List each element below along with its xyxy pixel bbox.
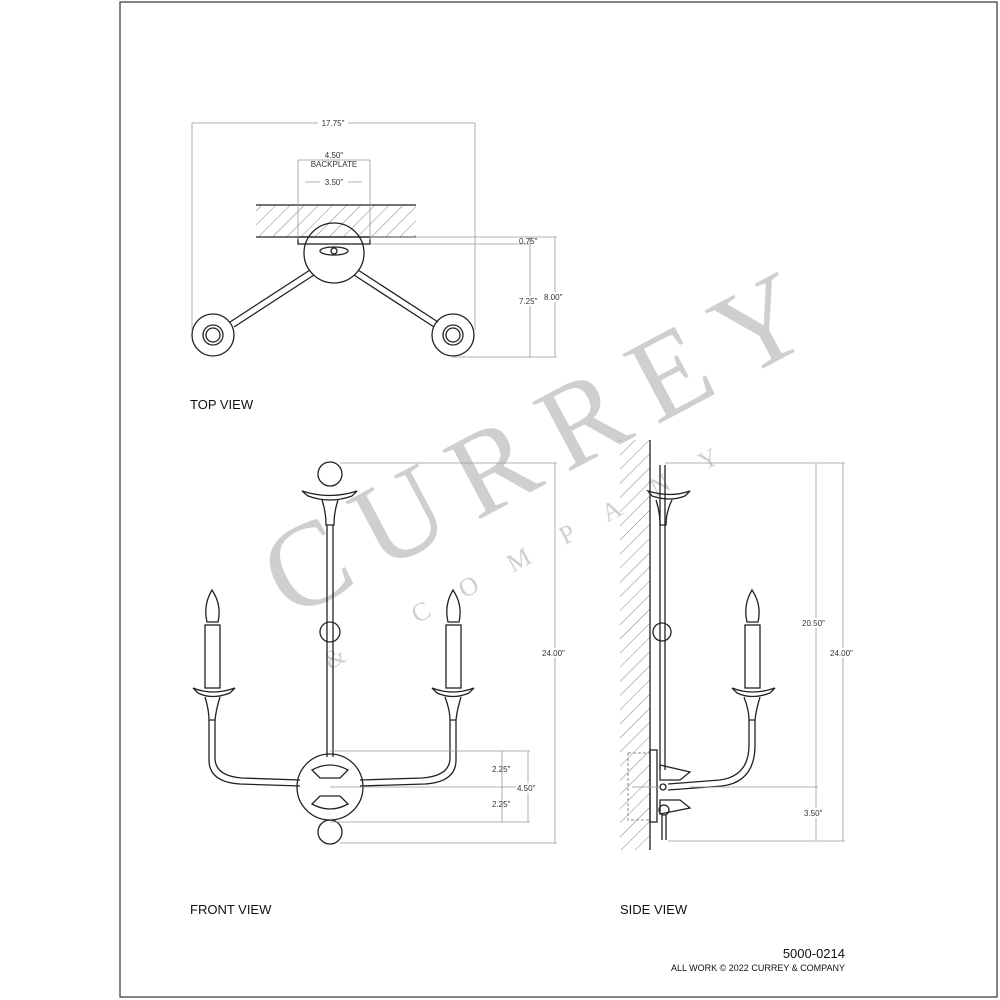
side-view-drawing (620, 440, 845, 850)
dim-side-candle-height: 20.50" (802, 619, 825, 628)
part-number: 5000-0214 (782, 946, 845, 961)
dim-front-backplate-height: 4.50" (517, 784, 536, 793)
dim-arm-depth: 7.25" (519, 297, 538, 306)
dim-side-bottom-offset: 3.50" (804, 809, 823, 818)
dim-front-overall-height: 24.00" (542, 649, 565, 658)
front-view-drawing (192, 461, 557, 845)
dim-overall-depth: 8.00" (544, 293, 563, 302)
copyright-notice: ALL WORK © 2022 CURREY & COMPANY (670, 963, 845, 973)
side-view-label: SIDE VIEW (620, 902, 688, 917)
dim-backplate-label: BACKPLATE (311, 160, 358, 169)
top-view-label: TOP VIEW (190, 397, 254, 412)
top-view-drawing (191, 122, 557, 358)
dim-front-upper-half: 2.25" (492, 765, 511, 774)
dim-backplate-width: 4.50" (325, 151, 344, 160)
dim-backplate-depth: 0.75" (519, 237, 538, 246)
dim-side-overall-height: 24.00" (830, 649, 853, 658)
dim-front-lower-half: 2.25" (492, 800, 511, 809)
dim-overall-width: 17.75" (322, 119, 345, 128)
sheet-border (119, 1, 998, 998)
front-view-label: FRONT VIEW (190, 902, 272, 917)
dim-mount-spacing: 3.50" (325, 178, 344, 187)
